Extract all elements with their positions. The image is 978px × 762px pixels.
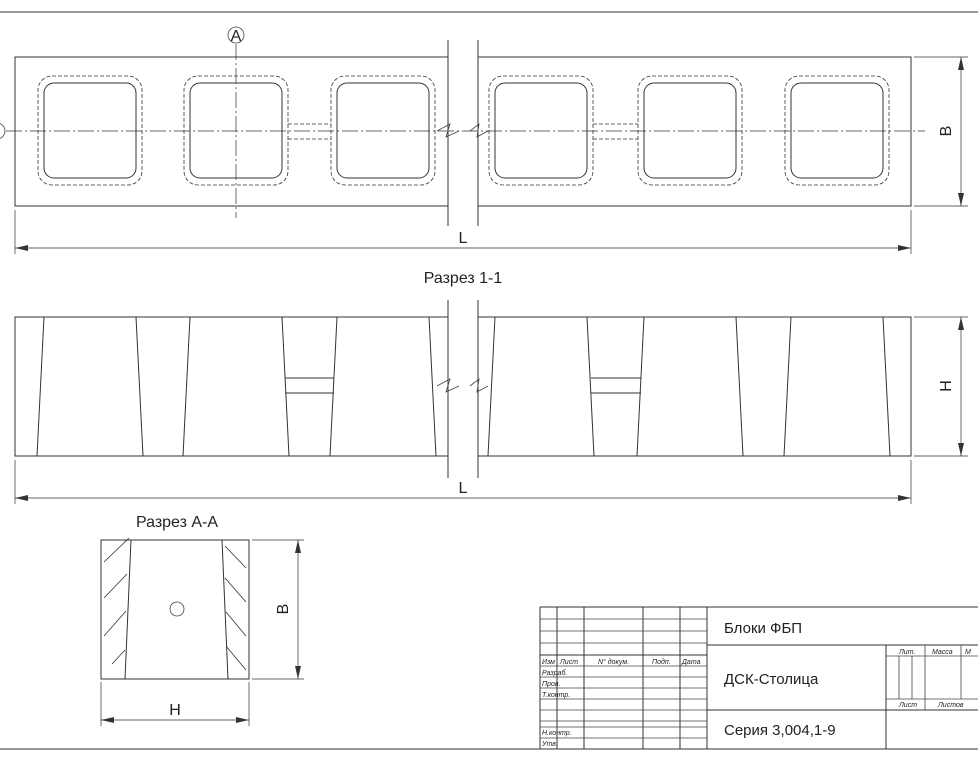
tb-organization: ДСК-Столица <box>724 671 819 688</box>
section-a-a-hatching <box>103 537 247 671</box>
svg-text:B: B <box>938 126 955 137</box>
section-a-a-dim-height: H <box>100 682 250 726</box>
tb-row-razrab: Разраб. <box>542 669 567 677</box>
tb-col-doc: N° докум. <box>598 658 629 666</box>
axis-a-marker: A <box>231 28 242 45</box>
svg-text:H: H <box>169 702 181 719</box>
section-1-marker <box>0 123 6 139</box>
svg-text:B: B <box>275 604 292 615</box>
tb-row-utv: Утв. <box>541 741 558 748</box>
section-a-a-hole <box>169 601 185 617</box>
plan-view: A B L <box>0 26 968 254</box>
tb-col-list: Лист <box>559 659 578 666</box>
section-a-a-dim-width: B <box>252 539 304 680</box>
svg-text:H: H <box>938 380 955 392</box>
section-a-a: Разрез А-А B <box>100 514 304 726</box>
tb-scale: М <box>965 649 971 656</box>
plan-voids <box>37 75 890 186</box>
svg-text:L: L <box>459 230 468 247</box>
tb-row-prov: Пров. <box>542 681 561 688</box>
tb-col-date: Дата <box>681 659 701 666</box>
tb-sheets: Листов <box>937 702 964 709</box>
plan-dim-length: L <box>14 210 912 254</box>
section-1-1-channels <box>285 377 641 394</box>
tb-sheet: Лист <box>898 702 917 709</box>
tb-col-izm: Изм <box>542 659 555 666</box>
section-1-1-dim-length: L <box>14 460 912 504</box>
plan-dim-width: B <box>914 56 968 207</box>
tb-lit: Лит. <box>898 649 915 656</box>
section-1-1-break-lines <box>436 300 489 478</box>
section-1-1-void-walls <box>36 316 891 457</box>
tb-row-nkontr: Н.контр. <box>542 730 572 737</box>
tb-row-tkontr: Т.контр. <box>542 692 570 699</box>
plan-break-lines <box>436 40 489 226</box>
sheet-frame <box>0 11 978 750</box>
svg-text:L: L <box>459 480 468 497</box>
section-a-a-outline <box>100 539 250 680</box>
section-1-1-title: Разрез 1-1 <box>424 270 503 287</box>
section-a-a-title: Разрез А-А <box>136 514 218 531</box>
tb-col-sign: Подп. <box>652 658 671 666</box>
title-block: Изм Лист N° докум. Подп. Дата Разраб. Пр… <box>539 606 978 749</box>
tb-mass: Масса <box>932 649 953 656</box>
section-1-1: Разрез 1-1 <box>14 270 968 504</box>
section-1-1-dim-height: H <box>914 316 968 457</box>
tb-series: Серия 3,004,1-9 <box>724 722 836 739</box>
tb-product-name: Блоки ФБП <box>724 620 802 637</box>
plan-channels <box>288 123 638 140</box>
